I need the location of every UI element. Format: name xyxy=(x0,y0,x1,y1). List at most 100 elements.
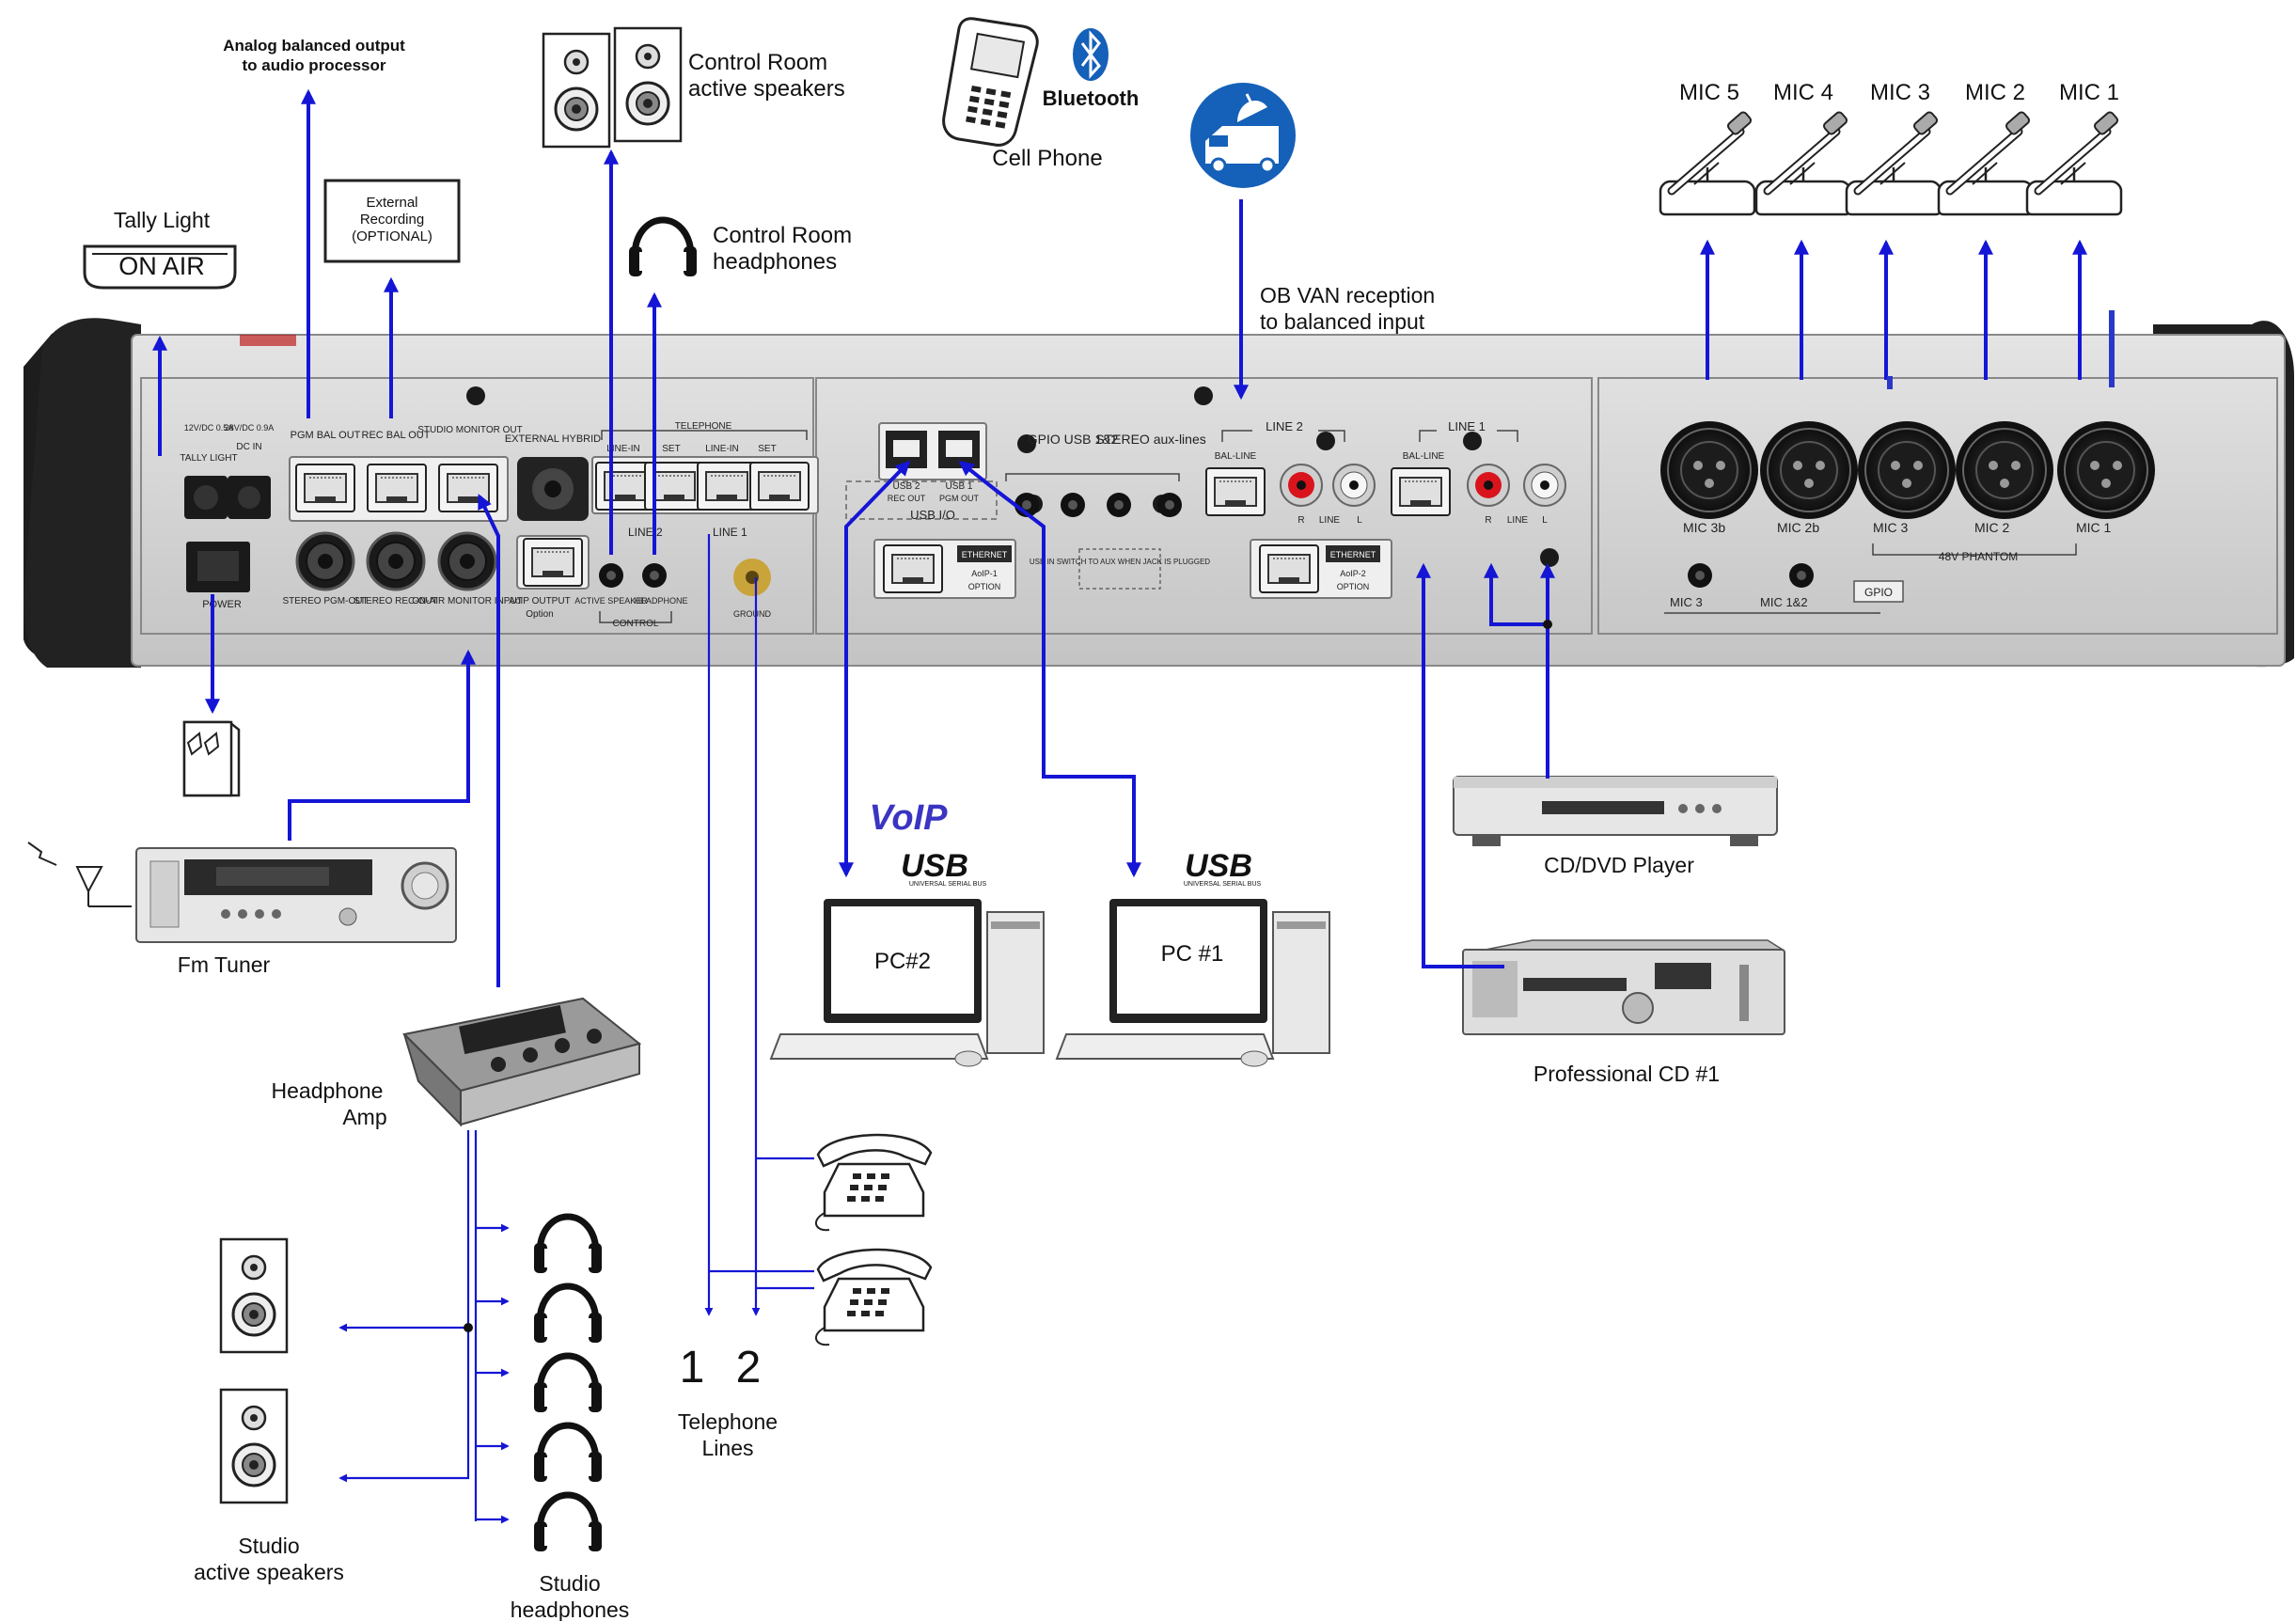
telephone-lines-line1: Telephone xyxy=(678,1409,778,1434)
set-2-label: SET xyxy=(662,444,680,454)
mic-label-2: MIC 2 xyxy=(1965,80,2025,105)
usb-switch-note: USB IN SWITCH TO AUX WHEN JACK IS PLUGGE… xyxy=(1030,558,1210,566)
stereo-pgm-out-jack[interactable] xyxy=(295,531,355,591)
on-air-monitor-input-label: ON-AIR MONITOR INPUT xyxy=(412,596,523,606)
line2-rca-l[interactable] xyxy=(1332,464,1376,507)
xlr-mic2b[interactable] xyxy=(1759,420,1859,520)
xlr-mic3[interactable] xyxy=(1857,420,1957,520)
studio-headphones-line1: Studio xyxy=(539,1571,600,1596)
ob-van-icon xyxy=(1190,83,1296,188)
mic4-icon xyxy=(1756,111,1850,214)
mic3-icon xyxy=(1847,111,1941,214)
line1-bal-port[interactable] xyxy=(1391,467,1451,516)
ob-van-line2: to balanced input xyxy=(1260,309,1425,334)
telephone-line-num-1: 1 xyxy=(680,1343,705,1393)
external-hybrid-jack[interactable] xyxy=(517,457,589,521)
mic1-label: MIC 1 xyxy=(2076,520,2112,535)
tally-on-air-text: ON AIR xyxy=(118,252,205,280)
aoip-output-port[interactable] xyxy=(516,535,590,590)
telephone-set-2 xyxy=(814,1248,933,1346)
aux-jack-l[interactable] xyxy=(1107,493,1131,517)
line1-rca-r[interactable] xyxy=(1467,464,1510,507)
microphones xyxy=(1660,111,2121,214)
usb-io-label: USB I/O xyxy=(910,508,955,522)
set-1-label: SET xyxy=(758,444,776,454)
pc2-screen-label: PC#2 xyxy=(874,949,931,974)
studio-headphones-icon-3 xyxy=(534,1356,602,1412)
tel-line1-set-port[interactable] xyxy=(749,462,810,511)
external-hybrid-label: EXTERNAL HYBRID xyxy=(505,433,601,445)
control-room-speaker-right xyxy=(613,26,683,143)
mic2-icon xyxy=(1939,111,2033,214)
bluetooth-icon xyxy=(1073,28,1109,81)
mic3-jack[interactable] xyxy=(1688,563,1712,588)
studio-headphones-icon-2 xyxy=(534,1286,602,1343)
analog-out-line1: Analog balanced output xyxy=(223,37,405,55)
aoip-output-label: AoIP OUTPUT xyxy=(509,596,570,606)
on-air-monitor-input-jack[interactable] xyxy=(437,531,497,591)
tel-line1-in-port[interactable] xyxy=(697,462,757,511)
tally-light-sign xyxy=(83,244,237,290)
ob-van-line1: OB VAN reception xyxy=(1260,283,1435,307)
studio-headphones-line2: headphones xyxy=(511,1597,630,1621)
mic3b-label: MIC 3b xyxy=(1683,520,1725,535)
mic1-icon xyxy=(2027,111,2121,214)
mic-label-5: MIC 5 xyxy=(1679,80,1739,105)
ext-rec-line1: External xyxy=(366,195,417,211)
rec-bal-out-port[interactable] xyxy=(367,464,427,512)
bal-line-1-label: BAL-LINE xyxy=(1403,451,1445,462)
line2-bal-port[interactable] xyxy=(1205,467,1266,516)
xlr-mic2[interactable] xyxy=(1955,420,2054,520)
line-in-1-label: LINE-IN xyxy=(705,444,739,454)
line2-r-label: R xyxy=(1297,515,1304,526)
pgm-bal-out-label: PGM BAL OUT xyxy=(291,430,361,441)
dc-in-connector: 28V/DC 0.9A DC IN xyxy=(225,423,275,519)
line2-rca-r[interactable] xyxy=(1280,464,1323,507)
headphone-amp-device xyxy=(401,997,642,1127)
stereo-rec-out-jack[interactable] xyxy=(366,531,426,591)
aoip2-label: AoIP-2 xyxy=(1340,569,1366,578)
bal-line-2-label: BAL-LINE xyxy=(1215,451,1257,462)
pgm-bal-out-port[interactable] xyxy=(295,464,355,512)
line2-title: LINE 2 xyxy=(1266,419,1303,433)
antenna-icon xyxy=(27,842,132,907)
usb-jack[interactable] xyxy=(1061,493,1085,517)
ground-terminal[interactable] xyxy=(733,559,771,596)
aux-jack-r[interactable] xyxy=(1157,493,1182,517)
xlr-mic3b[interactable] xyxy=(1659,420,1759,520)
voip-logo: VoIP xyxy=(869,798,948,838)
dc-spec-label: 28V/DC 0.9A xyxy=(225,423,275,433)
mic-label-3: MIC 3 xyxy=(1870,80,1930,105)
xlr-mic1[interactable] xyxy=(2056,420,2156,520)
control-room-headphones-icon xyxy=(629,220,697,276)
ethernet-aoip2[interactable] xyxy=(1250,539,1392,599)
mic12-label: MIC 1&2 xyxy=(1760,595,1808,609)
line2-line-label: LINE xyxy=(1319,515,1341,526)
control-room-speaker-left xyxy=(542,32,611,149)
headphone-jack[interactable] xyxy=(642,563,667,588)
telephone-lines-line2: Lines xyxy=(702,1436,754,1460)
aoip1-option-label: OPTION xyxy=(968,582,1001,591)
pc1-screen-label: PC #1 xyxy=(1161,941,1224,967)
cell-phone-label: Cell Phone xyxy=(992,146,1102,171)
active-speaker-jack[interactable] xyxy=(599,563,623,588)
telephone-line-num-2: 2 xyxy=(736,1343,762,1393)
line1-l-label: L xyxy=(1542,515,1548,526)
headphone-label: HEADPHONE xyxy=(634,596,687,606)
studio-monitor-out-port[interactable] xyxy=(438,464,498,512)
telephone-set-1 xyxy=(814,1133,933,1232)
cr-headphones-line2: headphones xyxy=(713,249,837,275)
ext-rec-line2: Recording xyxy=(360,212,424,228)
mic3-small-label: MIC 3 xyxy=(1670,595,1703,609)
mic12-jack[interactable] xyxy=(1789,563,1814,588)
usb2-label: USB 2 xyxy=(893,481,920,492)
telephone-label: TELEPHONE xyxy=(675,421,732,432)
tally-light-connector: 12V/DC 0.5A TALLY LIGHT xyxy=(180,423,238,519)
cr-speakers-line1: Control Room xyxy=(688,50,827,75)
line1-rca-l[interactable] xyxy=(1523,464,1566,507)
studio-speaker-top xyxy=(219,1237,289,1354)
usb1-pgm-out-label: PGM OUT xyxy=(939,494,980,503)
aoip1-label: AoIP-1 xyxy=(971,569,998,578)
cd-dvd-player-device xyxy=(1453,776,1778,846)
